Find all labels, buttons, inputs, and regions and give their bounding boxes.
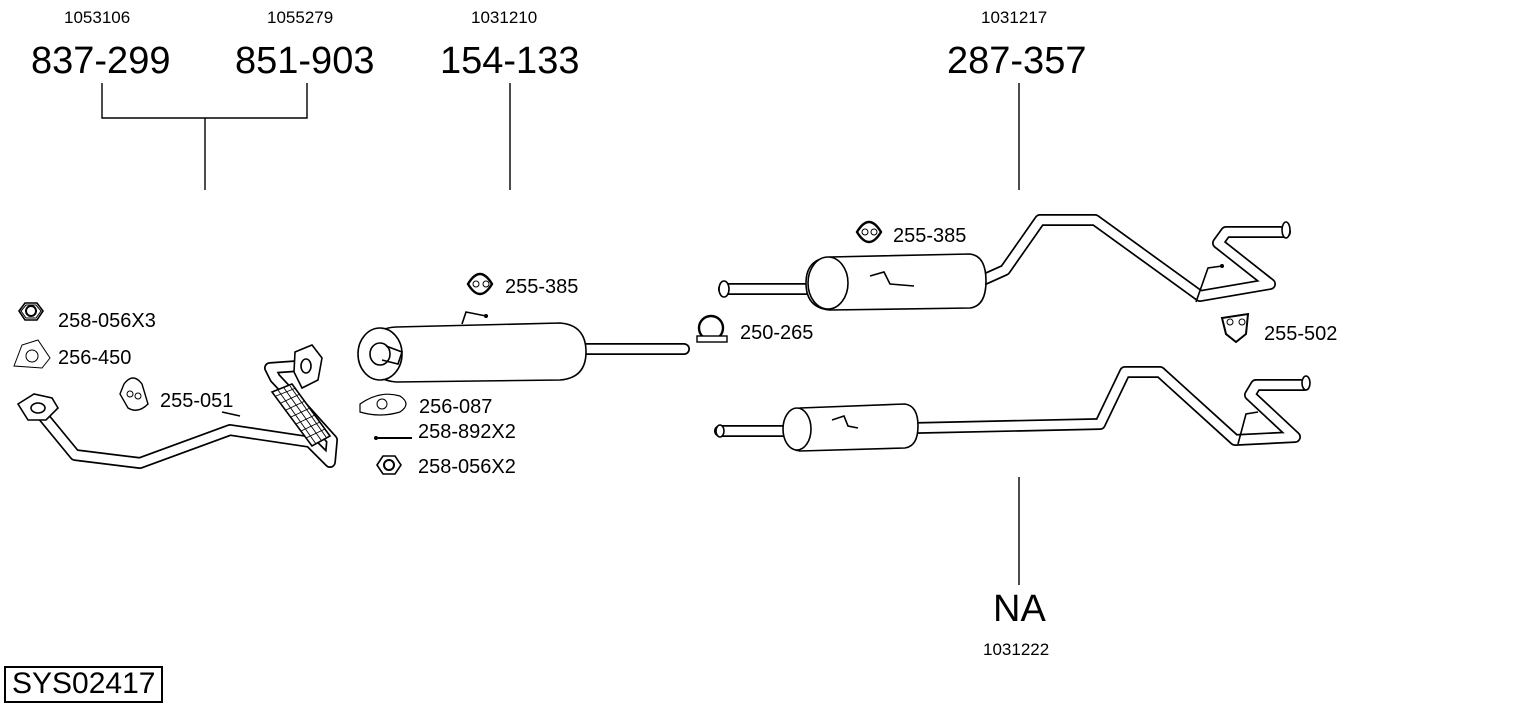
front-pipe-assembly bbox=[16, 344, 338, 469]
silencer-body-287-357 bbox=[805, 253, 987, 311]
rubber-hanger-icon[interactable] bbox=[1220, 312, 1250, 344]
hanger-rod-rear bbox=[1195, 265, 1223, 303]
label-256-087[interactable]: 256-087 bbox=[419, 396, 493, 418]
part-851-903[interactable]: 851-903 bbox=[235, 40, 375, 82]
label-255-051[interactable]: 255-051 bbox=[160, 390, 234, 412]
label-258-892x2[interactable]: 258-892X2 bbox=[418, 421, 516, 443]
system-id-box: SYS02417 bbox=[4, 666, 164, 703]
part-na[interactable]: NA bbox=[993, 588, 1046, 630]
flex-section bbox=[270, 383, 332, 448]
label-258-056x3[interactable]: 258-056X3 bbox=[58, 310, 156, 332]
rear-silencer-na bbox=[714, 366, 1311, 452]
bolt-icon[interactable] bbox=[374, 436, 412, 440]
ref-1031222: 1031222 bbox=[983, 640, 1050, 659]
flange-gasket-icon[interactable] bbox=[13, 339, 51, 369]
hanger-rod-255-051 bbox=[221, 411, 241, 417]
flange-gasket-icon[interactable] bbox=[359, 393, 407, 416]
label-255-502[interactable]: 255-502 bbox=[1264, 323, 1338, 345]
rubber-hanger-icon[interactable] bbox=[855, 220, 883, 244]
ref-1055279: 1055279 bbox=[267, 8, 334, 27]
label-258-056x2[interactable]: 258-056X2 bbox=[418, 456, 516, 478]
inlet-flange bbox=[16, 393, 60, 421]
ref-1031217: 1031217 bbox=[981, 8, 1048, 27]
hanger-rod-154 bbox=[461, 311, 487, 325]
label-255-385-a[interactable]: 255-385 bbox=[505, 276, 579, 298]
part-287-357[interactable]: 287-357 bbox=[947, 40, 1087, 82]
label-255-385-b[interactable]: 255-385 bbox=[893, 225, 967, 247]
hex-nut-icon[interactable] bbox=[18, 302, 44, 321]
rear-silencer-287-357 bbox=[718, 214, 1291, 311]
label-250-265[interactable]: 250-265 bbox=[740, 322, 814, 344]
rubber-hanger-icon[interactable] bbox=[466, 272, 494, 296]
part-154-133[interactable]: 154-133 bbox=[440, 40, 580, 82]
part-837-299[interactable]: 837-299 bbox=[31, 40, 171, 82]
hanger-rod-na bbox=[1237, 411, 1259, 445]
label-256-450[interactable]: 256-450 bbox=[58, 347, 132, 369]
leader-lines bbox=[101, 83, 1020, 585]
ref-1053106: 1053106 bbox=[64, 8, 131, 27]
outlet-flange bbox=[293, 344, 323, 390]
bracket-837-851 bbox=[101, 83, 308, 119]
rubber-hanger-icon[interactable] bbox=[119, 377, 149, 411]
hex-nut-icon[interactable] bbox=[376, 455, 402, 475]
centre-silencer bbox=[357, 311, 690, 383]
pipe-clamp-icon[interactable] bbox=[696, 314, 728, 343]
ref-1031210: 1031210 bbox=[471, 8, 538, 27]
